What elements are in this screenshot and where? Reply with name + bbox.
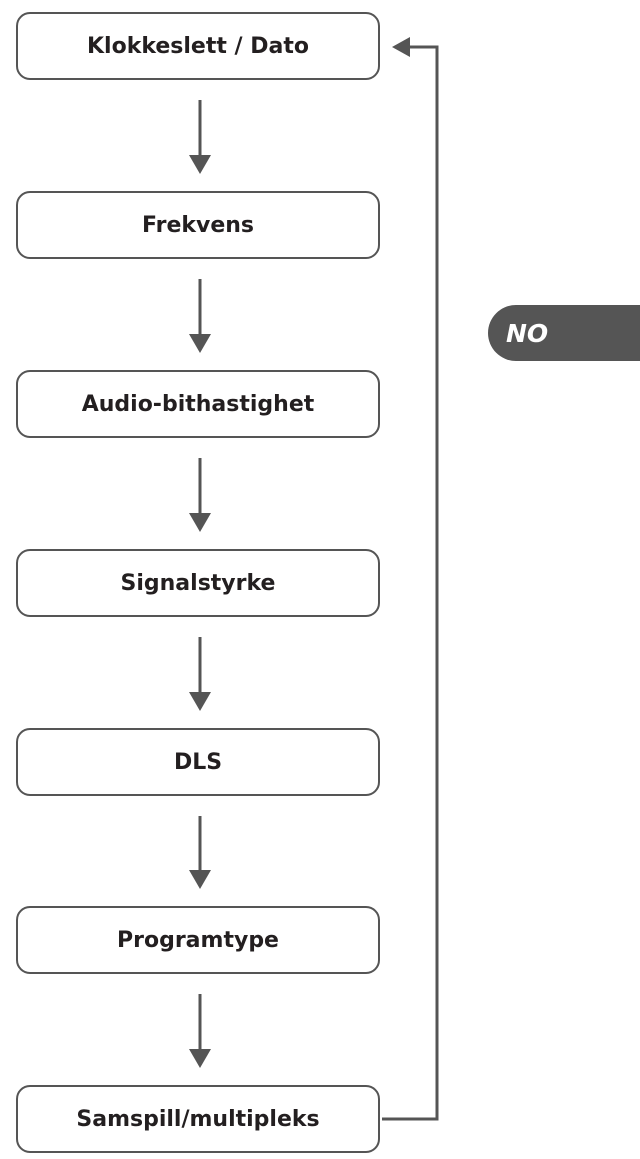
step-frequency: Frekvens (16, 191, 380, 259)
arrow-3-head (189, 513, 211, 532)
language-tab-label: NO (506, 318, 549, 348)
arrow-4-head (189, 692, 211, 711)
step-multiplex: Samspill/multipleks (16, 1085, 380, 1153)
loop-back-line (382, 45, 439, 1121)
arrow-5-head (189, 870, 211, 889)
step-signal-strength: Signalstyrke (16, 549, 380, 617)
arrow-6-head (189, 1049, 211, 1068)
step-audio-bitrate: Audio-bithastighet (16, 370, 380, 438)
arrow-2-head (189, 334, 211, 353)
language-tab: NO (488, 305, 640, 361)
loop-back-arrow-head (392, 37, 410, 57)
step-program-type: Programtype (16, 906, 380, 974)
arrow-1-head (189, 155, 211, 174)
step-dls: DLS (16, 728, 380, 796)
step-clock-date: Klokkeslett / Dato (16, 12, 380, 80)
